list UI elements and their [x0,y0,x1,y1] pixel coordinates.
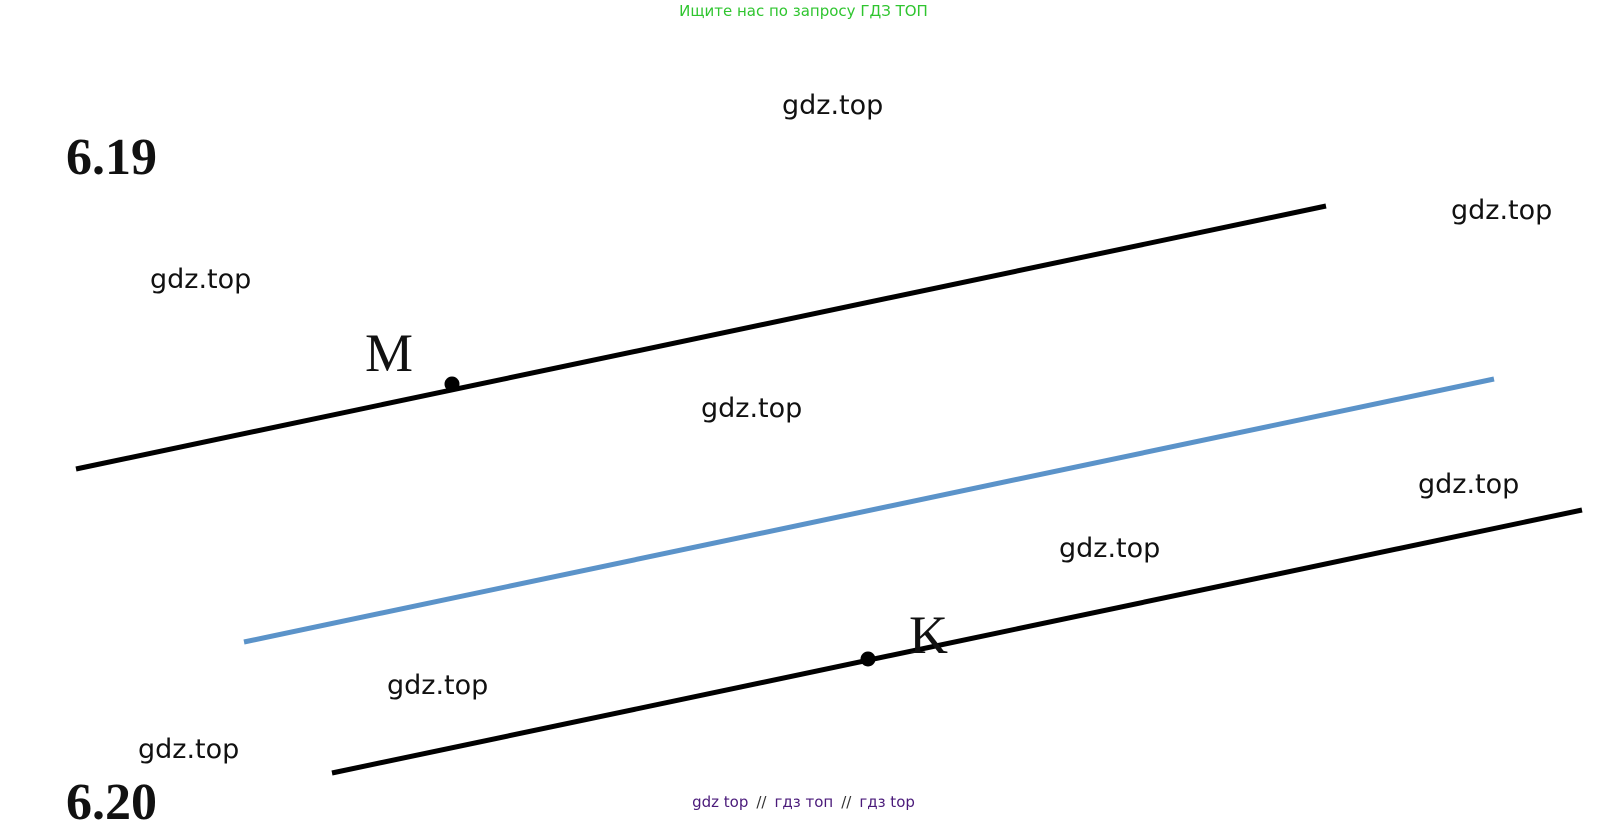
footer-links: gdz top // гдз топ // гдз top [0,792,1607,812]
watermark: gdz.top [782,90,884,121]
problem-number: 6.19 [66,129,157,186]
next-problem-number: 6.20 [66,774,157,831]
point-k-label: K [909,605,948,665]
watermark: gdz.top [387,670,489,701]
line-through-m [75,203,1327,472]
point-m-label: M [365,323,414,383]
footer-separator: // [841,793,852,811]
line-through-k [331,507,1583,776]
footer-link-gdz-top[interactable]: gdz top [692,793,749,811]
point-k [860,651,876,667]
middle-line [243,376,1495,645]
point-m [444,376,460,392]
top-banner: Ищите нас по запросу ГДЗ ТОП [679,2,928,20]
footer-link-gdz-top-cyrillic[interactable]: гдз топ [774,793,834,811]
watermark: gdz.top [1059,533,1161,564]
watermark: gdz.top [1451,195,1553,226]
watermark: gdz.top [1418,469,1520,500]
footer-separator: // [756,793,767,811]
watermark: gdz.top [138,734,240,765]
footer-link-gdz-top-mixed[interactable]: гдз top [859,793,915,811]
watermark: gdz.top [150,264,252,295]
next-problem-clip: 6.20 [66,773,206,831]
watermark: gdz.top [701,393,803,424]
